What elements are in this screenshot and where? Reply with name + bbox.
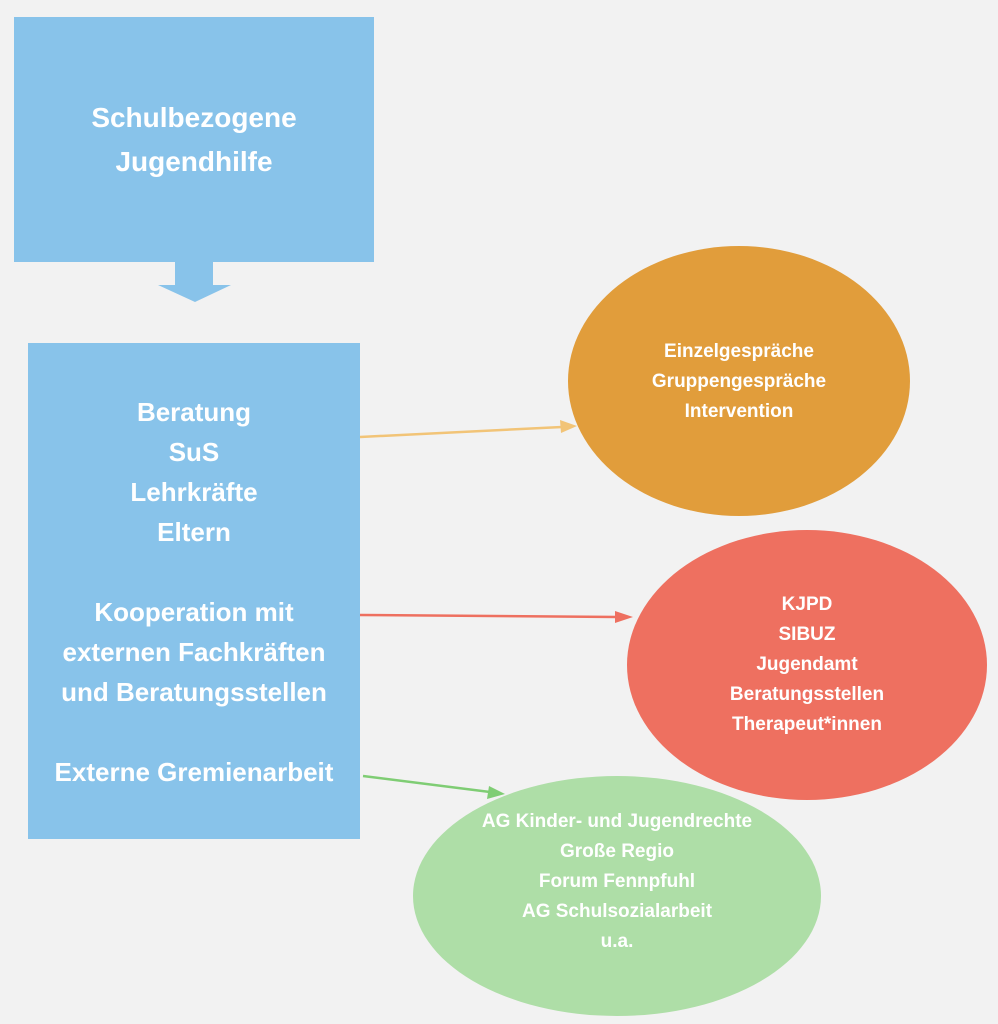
text-line: AG Kinder- und Jugendrechte [481,811,753,832]
ellipse-kooperation: KJPD SIBUZ Jugendamt Beratungsstellen Th… [627,530,987,800]
text-line: Beratung [136,397,252,427]
text-line: Lehrkräfte [130,477,258,507]
text-line: Externe Gremienarbeit [54,757,334,787]
text-line: Einzelgespräche [664,341,814,362]
main-box: Beratung SuS Lehrkräfte Eltern Kooperati… [28,343,360,839]
ellipse-beratung: Einzelgespräche Gruppengespräche Interve… [568,246,910,516]
text-line: Therapeut*innen [732,714,882,735]
text-line: u.a. [600,931,634,952]
text-line: Forum Fennpfuhl [538,871,696,892]
title-line: Jugendhilfe [115,145,273,177]
text-line: Kooperation mit [94,597,294,627]
text-line: KJPD [781,594,833,615]
arrow-gremien [362,774,505,799]
title-box: Schulbezogene Jugendhilfe [14,17,374,262]
arrow-kooperation [359,611,633,623]
text-line: Eltern [157,517,231,547]
text-line: und Beratungsstellen [61,677,327,707]
ellipse-gremien: AG Kinder- und Jugendrechte Große Regio … [413,776,821,1016]
text-line: Beratungsstellen [729,684,885,705]
title-line: Schulbezogene [91,101,297,133]
text-line: Intervention [684,401,794,422]
text-line: externen Fachkräften [62,637,326,667]
text-line: Gruppengespräche [651,371,827,392]
text-line: SuS [168,437,220,467]
text-line: Jugendamt [756,654,858,675]
text-line: Große Regio [559,841,674,862]
text-line: AG Schulsozialarbeit [521,901,713,922]
text-line: SIBUZ [778,624,836,645]
arrow-beratung [359,420,577,439]
down-block-arrow [158,262,231,302]
